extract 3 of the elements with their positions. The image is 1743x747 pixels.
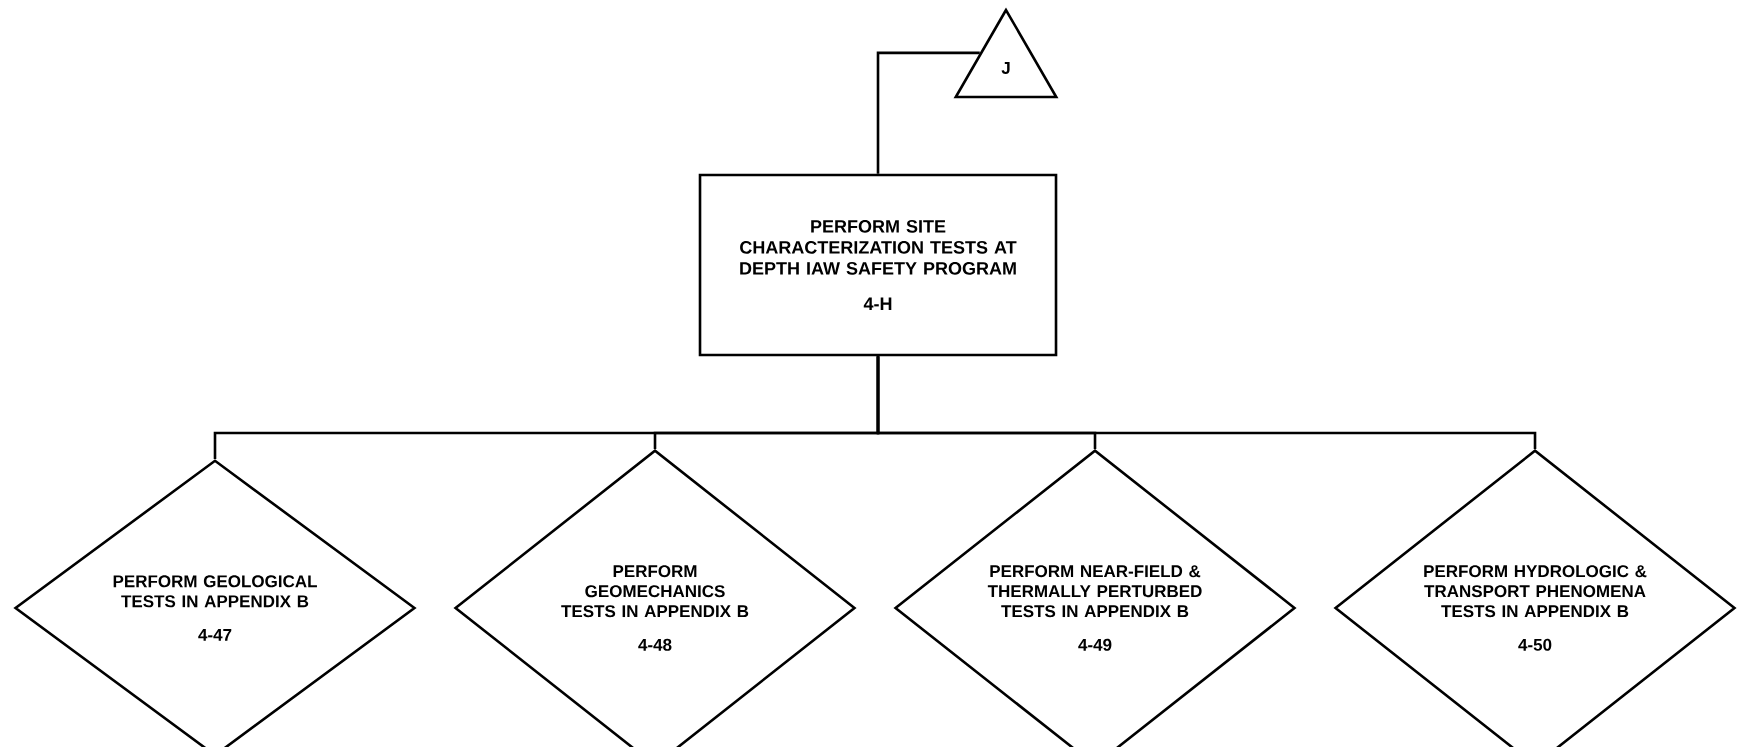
connector-line <box>876 356 1537 449</box>
process-box: PERFORM SITE CHARACTERIZATION TESTS AT DEPTH IAW SAFETY PROGRAM 4-H <box>698 173 1058 357</box>
connector-line <box>876 51 980 174</box>
